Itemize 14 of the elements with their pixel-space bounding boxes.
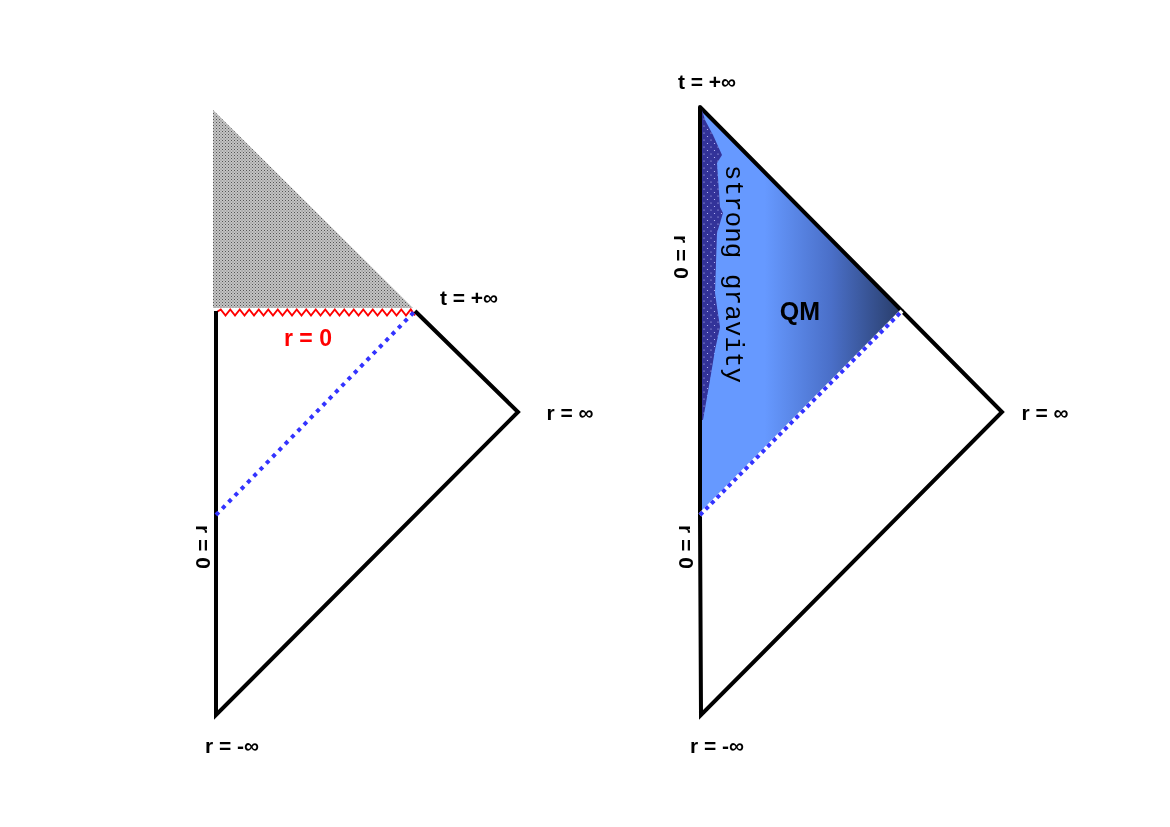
coordinate-label: t = +∞ — [677, 70, 737, 92]
gradient-region — [698, 105, 904, 517]
coordinate-label: r = -∞ — [689, 734, 745, 756]
coordinate-label: r = 0 — [670, 235, 692, 279]
region-label: QM — [779, 298, 821, 324]
coordinate-label: r = ∞ — [1021, 401, 1069, 423]
coordinate-label: r = 0 — [675, 525, 697, 569]
coordinate-label: r = 0 — [192, 525, 214, 569]
band-label: strong gravity — [720, 164, 746, 384]
coordinate-label: r = -∞ — [204, 734, 260, 756]
coordinate-label: r = ∞ — [546, 401, 594, 423]
coordinate-label: t = +∞ — [439, 286, 499, 308]
shaded-triangle — [213, 110, 413, 308]
coordinate-label: r = 0 — [284, 326, 332, 350]
